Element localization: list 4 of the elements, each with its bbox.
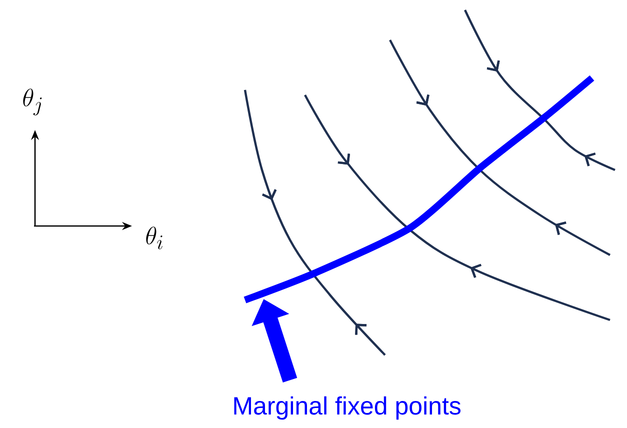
fixed-point-line bbox=[244, 75, 594, 304]
caption-text: Marginal fixed points bbox=[234, 396, 460, 420]
axis-label: $\theta_i$ bbox=[146, 226, 162, 250]
axis-label: $\theta_j$ bbox=[23, 88, 42, 116]
